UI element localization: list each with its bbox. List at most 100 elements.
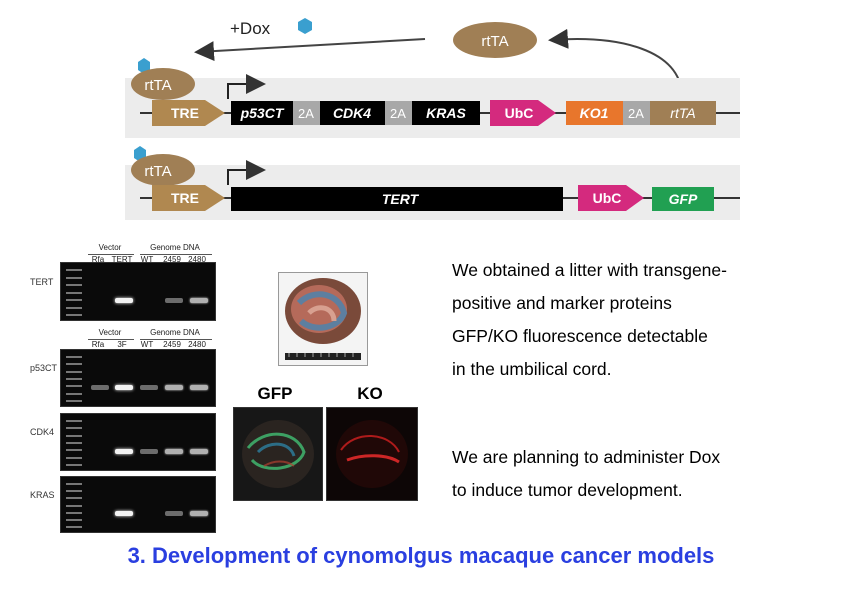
construct-diagram: +Dox rtTA rtTA TRE p53CT 2A CDK4 2A KRAS… bbox=[125, 18, 740, 220]
gel2-lane-label: 3F bbox=[117, 340, 127, 349]
gel2-lane-label: 2480 bbox=[188, 340, 206, 349]
plan-line-1: We are planning to administer Dox bbox=[452, 447, 721, 467]
row1-kras-label: KRAS bbox=[426, 105, 466, 121]
gel-ladder-band bbox=[66, 400, 82, 402]
gel-band bbox=[140, 448, 158, 454]
dox-hexagon-icon bbox=[298, 18, 312, 34]
row1-2a-block-2 bbox=[385, 101, 412, 125]
ko-fluorescence-image bbox=[326, 407, 418, 501]
gel-band bbox=[115, 384, 133, 390]
row1-rtta-label: rtTA bbox=[144, 77, 171, 94]
row2-tert-block bbox=[231, 187, 563, 211]
gel-row-label: TERT bbox=[30, 276, 54, 287]
row1-2a-label-2: 2A bbox=[390, 106, 406, 121]
gel-ladder-band bbox=[66, 449, 82, 452]
gel-ladder-band bbox=[66, 363, 82, 366]
row2-ubc-promoter bbox=[578, 185, 644, 211]
row1-cdk4-label: CDK4 bbox=[333, 105, 371, 121]
gel1-vector-rule bbox=[88, 254, 134, 255]
gel1-genome-header: Genome DNA bbox=[150, 243, 200, 252]
gel-ladder-band bbox=[66, 314, 82, 316]
row2-tss-arrow bbox=[227, 160, 266, 185]
gel2-genome-header: Genome DNA bbox=[150, 328, 200, 337]
gel-ladder-band bbox=[66, 269, 82, 271]
row1-2a-block-1 bbox=[293, 101, 320, 125]
gel-ladder-band bbox=[66, 392, 82, 395]
gel-band bbox=[165, 384, 183, 390]
gel1-lane-label: 2480 bbox=[188, 255, 206, 264]
gel-ladder-band bbox=[66, 299, 82, 301]
gel1-lane-label: TERT bbox=[111, 255, 133, 264]
row1-ko1-block bbox=[566, 101, 623, 125]
gel-ladder-band bbox=[66, 464, 82, 466]
gel-ladder-band bbox=[66, 497, 82, 500]
dox-arrow bbox=[194, 38, 426, 62]
row2-gfp-block bbox=[652, 187, 714, 211]
gel-panel bbox=[60, 349, 216, 407]
gel-band bbox=[115, 298, 133, 304]
gel-band bbox=[165, 511, 183, 517]
row1-p53ct-block bbox=[231, 101, 293, 125]
gel-band bbox=[190, 448, 208, 454]
gfp-title: GFP bbox=[257, 384, 293, 403]
row2-ubc-label: UbC bbox=[593, 190, 622, 206]
row1-2a-label-1: 2A bbox=[298, 106, 314, 121]
findings-line-4: in the umbilical cord. bbox=[452, 359, 612, 379]
gel-row-label: p53CT bbox=[30, 363, 58, 373]
row1-ko1-label: KO1 bbox=[580, 105, 609, 121]
row1-p53ct-label: p53CT bbox=[240, 105, 285, 121]
gel-band bbox=[91, 384, 109, 390]
gel2-vector-header: Vector bbox=[98, 328, 122, 337]
gel-band bbox=[115, 448, 133, 454]
findings-line-3: GFP/KO fluorescence detectable bbox=[452, 326, 708, 346]
dox-label: +Dox bbox=[230, 19, 271, 38]
row2-rtta-label: rtTA bbox=[144, 163, 171, 180]
gel-ladder-band bbox=[66, 378, 82, 380]
gfp-fluorescence-image bbox=[233, 407, 323, 501]
gel-ladder-band bbox=[66, 490, 82, 493]
gel-band bbox=[190, 384, 208, 390]
gel-ladder-band bbox=[66, 276, 82, 279]
gel-row-label: CDK4 bbox=[30, 427, 55, 437]
row1-tre-promoter bbox=[152, 100, 225, 126]
gel1-lane-label: WT bbox=[140, 255, 154, 264]
gel-ladder-band bbox=[66, 284, 82, 286]
gel1-lane-label: 2459 bbox=[163, 255, 181, 264]
row2-tert-label: TERT bbox=[382, 191, 420, 207]
gel-ladder-band bbox=[66, 291, 82, 294]
rtta-free-label: rtTA bbox=[481, 33, 508, 50]
gel-ladder-band bbox=[66, 420, 82, 422]
row1-2a-label-3: 2A bbox=[628, 106, 644, 121]
gel2-lane-label: WT bbox=[140, 340, 154, 349]
gel2-vector-rule bbox=[88, 339, 134, 340]
row1-kras-block bbox=[412, 101, 480, 125]
row1-rtta-gene-label: rtTA bbox=[670, 105, 695, 121]
gel1-lane-label: Rfa bbox=[91, 255, 105, 264]
gel-ladder-band bbox=[66, 442, 82, 444]
gel-band bbox=[190, 511, 208, 517]
findings-line-2: positive and marker proteins bbox=[452, 293, 672, 313]
row1-2a-block-3 bbox=[623, 101, 650, 125]
row1-tre-label: TRE bbox=[171, 105, 199, 121]
row2-tre-promoter bbox=[152, 185, 225, 211]
gel-ladder-band bbox=[66, 370, 82, 373]
row1-dox-hexagon-icon bbox=[138, 58, 150, 74]
ko-title: KO bbox=[357, 384, 383, 403]
row1-ubc-label: UbC bbox=[505, 105, 534, 121]
gel-band bbox=[190, 298, 208, 304]
gel2-lane-label: 2459 bbox=[163, 340, 181, 349]
gel-ladder-band bbox=[66, 456, 82, 459]
gel-band bbox=[165, 298, 183, 304]
gel-ladder-band bbox=[66, 504, 82, 507]
gel-ladder-band bbox=[66, 483, 82, 485]
row1-cdk4-block bbox=[320, 101, 385, 125]
slide-title: 3. Development of cynomolgus macaque can… bbox=[127, 543, 715, 568]
gel-band bbox=[115, 511, 133, 517]
gel-panel bbox=[60, 413, 216, 471]
gel2-genome-rule bbox=[140, 339, 212, 340]
gel-band bbox=[140, 384, 158, 390]
gel1-genome-rule bbox=[140, 254, 212, 255]
row1-rtta-oval bbox=[131, 68, 195, 100]
gel2-lane-label: Rfa bbox=[91, 340, 105, 349]
row2-tre-label: TRE bbox=[171, 190, 199, 206]
